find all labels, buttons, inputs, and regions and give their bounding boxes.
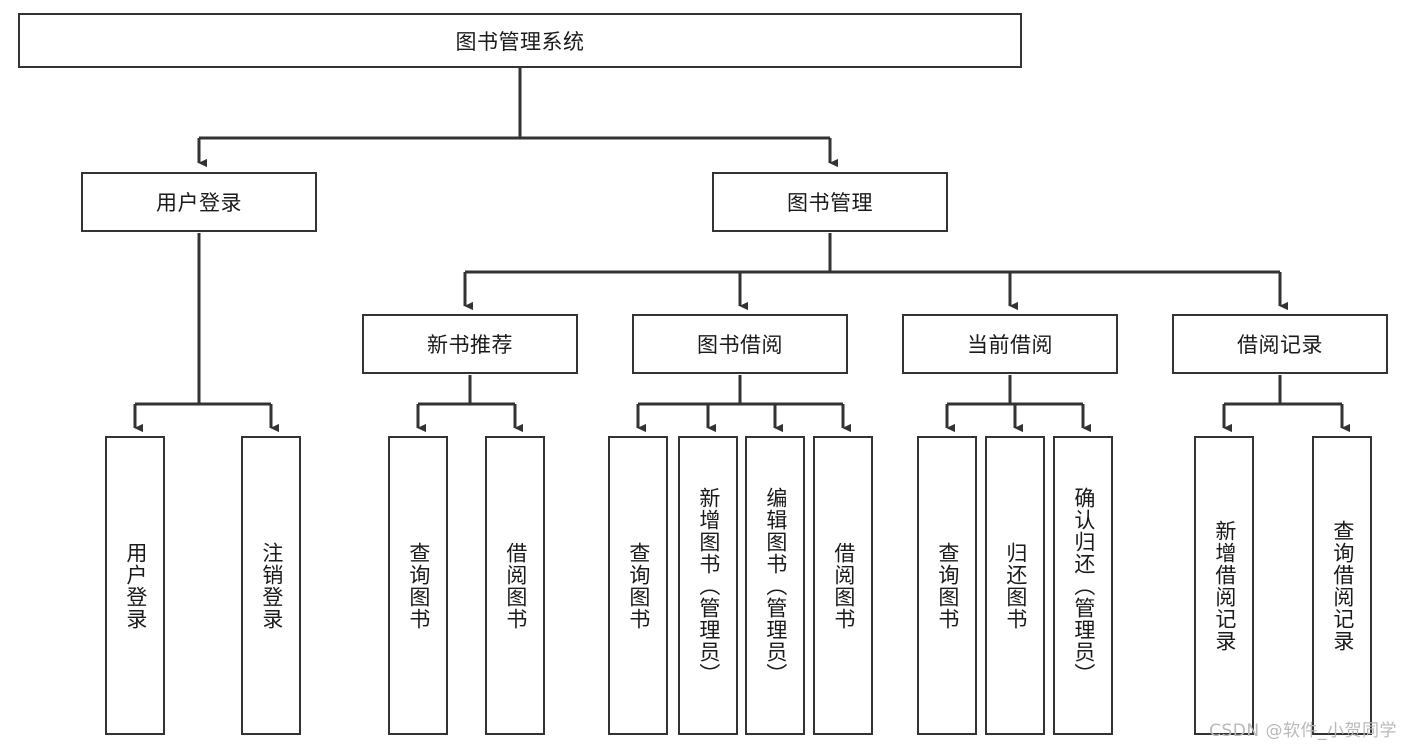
leaf-book-borrow-edit[interactable]: 编辑图书（管理员） [745,436,805,735]
node-current-borrow[interactable]: 当前借阅 [902,314,1118,374]
leaf-borrow-record-add[interactable]: 新增借阅记录 [1194,436,1254,735]
leaf-book-borrow-borrow-label: 借阅图书 [831,541,856,630]
leaf-book-borrow-add[interactable]: 新增图书（管理员） [678,436,738,735]
leaf-borrow-record-query-label: 查询借阅记录 [1330,519,1355,652]
leaf-user-login-login-label: 用户登录 [123,541,148,630]
node-new-book-recommend[interactable]: 新书推荐 [362,314,578,374]
leaf-borrow-record-add-label: 新增借阅记录 [1212,519,1237,652]
leaf-borrow-record-query[interactable]: 查询借阅记录 [1312,436,1372,735]
node-book-borrow-label: 图书借阅 [697,333,783,357]
leaf-current-borrow-return[interactable]: 归还图书 [985,436,1045,735]
leaf-book-borrow-add-label: 新增图书（管理员） [696,486,721,685]
leaf-user-login-logout-label: 注销登录 [259,541,284,630]
leaf-current-borrow-query[interactable]: 查询图书 [917,436,977,735]
node-user-login-label: 用户登录 [156,191,242,215]
node-book-manage-label: 图书管理 [787,191,873,215]
leaf-current-borrow-return-label: 归还图书 [1003,541,1028,630]
leaf-new-book-query-label: 查询图书 [406,541,431,630]
leaf-book-borrow-query[interactable]: 查询图书 [608,436,668,735]
node-borrow-record[interactable]: 借阅记录 [1172,314,1388,374]
leaf-book-borrow-edit-label: 编辑图书（管理员） [763,486,788,685]
leaf-book-borrow-query-label: 查询图书 [626,541,651,630]
node-current-borrow-label: 当前借阅 [967,333,1053,357]
leaf-current-borrow-confirm-label: 确认归还（管理员） [1071,486,1096,685]
leaf-current-borrow-confirm[interactable]: 确认归还（管理员） [1053,436,1113,735]
node-book-borrow[interactable]: 图书借阅 [632,314,848,374]
leaf-current-borrow-query-label: 查询图书 [935,541,960,630]
node-new-book-recommend-label: 新书推荐 [427,333,513,357]
leaf-new-book-query[interactable]: 查询图书 [388,436,448,735]
node-borrow-record-label: 借阅记录 [1237,333,1323,357]
leaf-user-login-logout[interactable]: 注销登录 [241,436,301,735]
leaf-new-book-borrow-label: 借阅图书 [503,541,528,630]
leaf-user-login-login[interactable]: 用户登录 [105,436,165,735]
node-book-manage[interactable]: 图书管理 [712,172,948,232]
node-user-login[interactable]: 用户登录 [81,172,317,232]
node-root-system-label: 图书管理系统 [455,29,585,54]
csdn-watermark: CSDN @软件_小贺同学 [1209,721,1397,741]
leaf-new-book-borrow[interactable]: 借阅图书 [485,436,545,735]
leaf-book-borrow-borrow[interactable]: 借阅图书 [813,436,873,735]
node-root-system[interactable]: 图书管理系统 [18,13,1022,68]
